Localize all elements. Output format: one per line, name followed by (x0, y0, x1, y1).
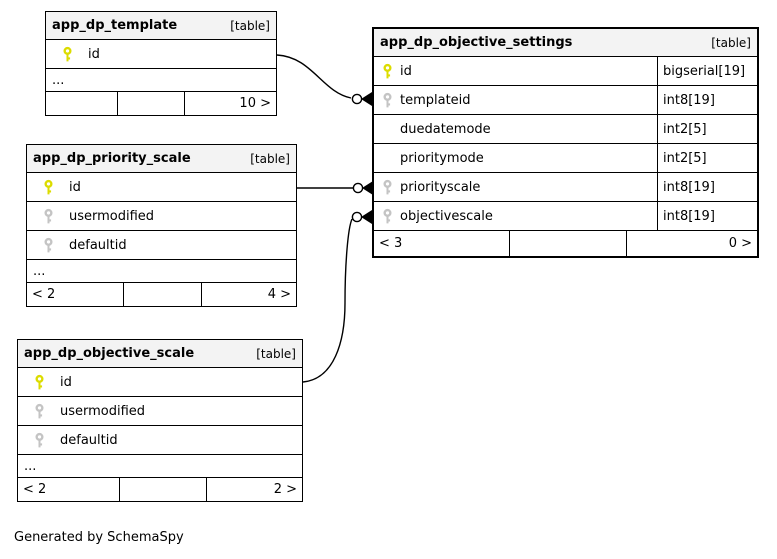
table-name-link[interactable]: app_dp_template (52, 18, 178, 33)
column-name: duedatemode (400, 121, 491, 137)
column-name: usermodified (69, 208, 155, 224)
footer-spacer-cell (119, 478, 206, 501)
table-badge: [table] (711, 35, 751, 50)
column-name: objectivescale (400, 208, 493, 224)
table-badge: [table] (230, 18, 270, 33)
column-row-priorityscale: priorityscale int8[19] (374, 173, 757, 202)
column-row-id: id (18, 368, 302, 397)
table-footer: < 2 4 > (27, 283, 296, 306)
primary-key-icon (27, 179, 69, 196)
column-name: defaultid (69, 237, 127, 253)
footer-children-count: < 2 (23, 482, 47, 497)
index-key-icon (374, 179, 400, 196)
column-row-objectivescale: objectivescale int8[19] (374, 202, 757, 231)
table-header: app_dp_objective_settings [table] (374, 29, 757, 57)
column-row-usermodified: usermodified (18, 397, 302, 426)
primary-key-icon (18, 374, 60, 391)
schemaspy-credit: Generated by SchemaSpy (14, 530, 184, 545)
table-app_dp_priority_scale: app_dp_priority_scale [table] id usermod… (26, 144, 297, 307)
column-name: templateid (400, 92, 471, 108)
column-row-id: id (27, 173, 296, 202)
table-footer: < 3 0 > (374, 231, 757, 256)
column-type: int8[19] (657, 202, 757, 230)
column-row-defaultid: defaultid (18, 426, 302, 455)
column-name: id (69, 179, 81, 195)
table-app_dp_objective_scale: app_dp_objective_scale [table] id usermo… (17, 339, 303, 502)
more-columns-ellipsis: ... (18, 455, 302, 478)
relationship-template-to-templateid (276, 54, 372, 106)
footer-spacer-cell (509, 231, 626, 256)
column-row-id: id (46, 40, 276, 69)
column-type: int8[19] (657, 86, 757, 114)
more-columns-ellipsis: ... (46, 69, 276, 92)
index-key-icon (27, 237, 69, 254)
table-footer: 10 > (46, 92, 276, 115)
relationship-objectivescale-to-objectivescale (302, 210, 372, 383)
column-name: priorityscale (400, 179, 481, 195)
primary-key-icon (46, 46, 88, 63)
table-badge: [table] (250, 151, 290, 166)
table-name-link[interactable]: app_dp_priority_scale (33, 151, 191, 166)
more-columns-ellipsis: ... (27, 260, 296, 283)
table-header: app_dp_template [table] (46, 12, 276, 40)
column-name: prioritymode (400, 150, 484, 166)
footer-spacer-cell (123, 283, 201, 306)
column-row-templateid: templateid int8[19] (374, 86, 757, 115)
column-row-defaultid: defaultid (27, 231, 296, 260)
relationship-priorityscale-to-priorityscale (297, 181, 373, 195)
table-footer: < 2 2 > (18, 478, 302, 501)
primary-key-icon (374, 63, 400, 80)
footer-parents-count: 0 > (626, 231, 757, 256)
footer-parents-count: 10 > (184, 92, 276, 115)
footer-children-count: < 3 (379, 236, 403, 251)
column-row-prioritymode: prioritymode int2[5] (374, 144, 757, 173)
table-header: app_dp_objective_scale [table] (18, 340, 302, 368)
footer-children-count (46, 92, 117, 115)
column-name: defaultid (60, 432, 118, 448)
table-app_dp_objective_settings: app_dp_objective_settings [table] id big… (372, 27, 759, 258)
footer-children-count: < 2 (32, 287, 56, 302)
column-type: int8[19] (657, 173, 757, 201)
column-name: id (400, 63, 412, 79)
column-row-id: id bigserial[19] (374, 57, 757, 86)
column-name: id (88, 46, 100, 62)
index-key-icon (18, 403, 60, 420)
index-key-icon (27, 208, 69, 225)
column-type: int2[5] (657, 115, 757, 143)
index-key-icon (374, 208, 400, 225)
column-type: bigserial[19] (657, 57, 757, 85)
column-row-duedatemode: duedatemode int2[5] (374, 115, 757, 144)
table-badge: [table] (256, 346, 296, 361)
footer-spacer-cell (117, 92, 184, 115)
table-header: app_dp_priority_scale [table] (27, 145, 296, 173)
table-name-link[interactable]: app_dp_objective_scale (24, 346, 195, 361)
column-type: int2[5] (657, 144, 757, 172)
table-app_dp_template: app_dp_template [table] id ... 10 > (45, 11, 277, 116)
index-key-icon (18, 432, 60, 449)
footer-parents-count: 4 > (201, 283, 296, 306)
column-row-usermodified: usermodified (27, 202, 296, 231)
table-name-link[interactable]: app_dp_objective_settings (380, 35, 573, 50)
index-key-icon (374, 92, 400, 109)
column-name: usermodified (60, 403, 146, 419)
column-name: id (60, 374, 72, 390)
footer-parents-count: 2 > (206, 478, 302, 501)
